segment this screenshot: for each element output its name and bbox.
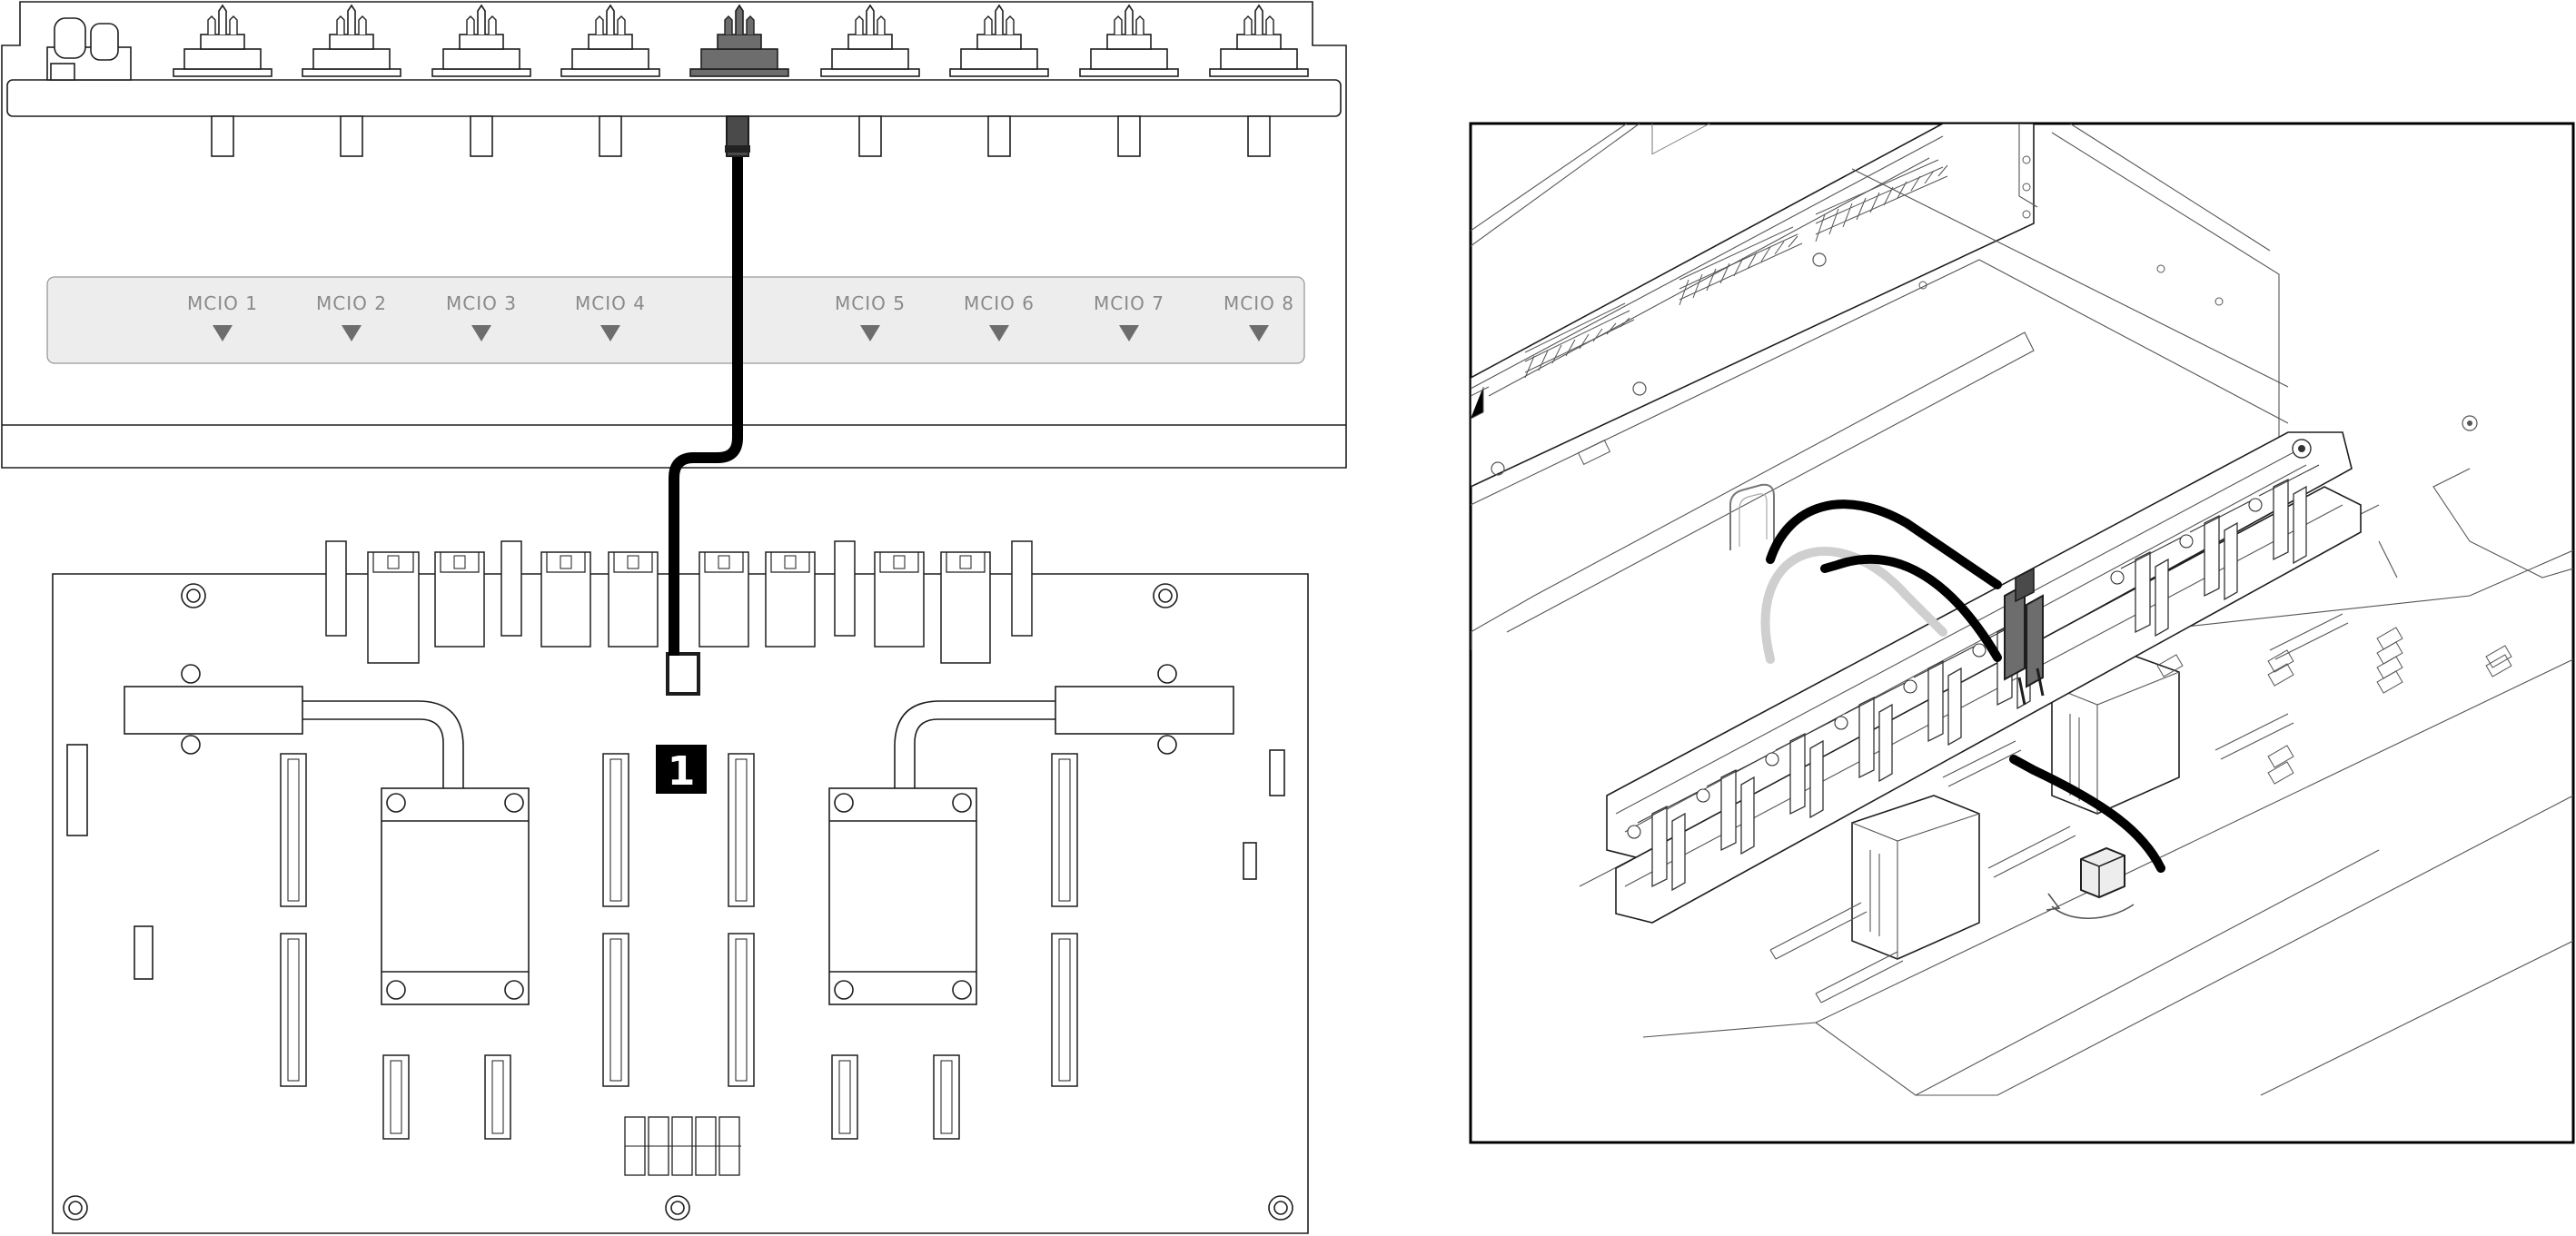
mcio-label-6: MCIO 6: [964, 292, 1035, 314]
cable-iso: [1820, 554, 2002, 662]
board-screw-holes: [63, 583, 1293, 1221]
pcie-slots: [280, 753, 1078, 1140]
hardware-screws: [1491, 155, 2224, 476]
iso-connector-5: [1903, 646, 1975, 747]
mcio-arrow-8: [1249, 325, 1269, 341]
svg-text:1: 1: [668, 748, 696, 795]
mcio-arrow-1: [213, 325, 233, 341]
iso-connector-1: [1627, 791, 1699, 892]
board-port-2: [434, 551, 485, 648]
backplane-iso: [1606, 431, 2362, 924]
drive-connector-row: [173, 4, 1309, 77]
iso-connector-9: [2179, 500, 2251, 601]
iso-connector-3: [1765, 718, 1837, 819]
mcio-label-2: MCIO 2: [316, 292, 387, 314]
drive-connector-5: [689, 4, 789, 77]
drive-connector-8: [1079, 4, 1179, 77]
connector-lead-8: [1117, 115, 1141, 157]
board-spacer-1: [325, 540, 347, 637]
iso-connector-2: [1696, 755, 1768, 855]
drive-connector-3: [431, 4, 531, 77]
heatsink-blocks-iso: [1851, 655, 2180, 960]
small-header: [1577, 440, 1611, 465]
cable-iso-upper: [1766, 499, 2002, 589]
board-port-3: [540, 551, 591, 648]
heatsink-right: [828, 686, 1234, 1005]
board-top-connectors: [325, 540, 1033, 664]
drive-connector-6: [820, 4, 920, 77]
pcie-slot-8: [1051, 933, 1078, 1087]
connector-lead-7: [987, 115, 1011, 157]
board-port-4: [608, 551, 659, 648]
system-board: [52, 540, 1309, 1234]
connector-lead-9: [1247, 115, 1271, 157]
pcie-slot-4: [602, 933, 629, 1087]
iso-connector-10: [2248, 464, 2320, 565]
grille-upper: [1471, 159, 1948, 420]
mcio-arrow-2: [342, 325, 362, 341]
cable-plug-band: [725, 145, 750, 153]
pcie-slot-6: [728, 933, 755, 1087]
board-port-6: [765, 551, 816, 648]
highlighted-backplane-connector: [2004, 567, 2045, 706]
cable-iso-lower: [2009, 755, 2165, 873]
power-connector: [46, 17, 132, 81]
board-connector-iso: [2046, 846, 2135, 920]
callout-1: 1: [656, 745, 707, 795]
mcio-arrow-4: [600, 325, 620, 341]
mcio-arrow-6: [989, 325, 1009, 341]
pcie-slot-10: [484, 1054, 511, 1140]
chassis-frame: [1471, 124, 2289, 650]
mcio-arrow-5: [860, 325, 880, 341]
mcio-label-1: MCIO 1: [187, 292, 258, 314]
board-spacer-3: [834, 540, 856, 637]
connector-lead-6: [858, 115, 882, 157]
pcie-slot-7: [1051, 753, 1078, 907]
mcio-label-7: MCIO 7: [1094, 292, 1164, 314]
cable-route: [669, 154, 743, 656]
mcio-arrow-markers: [213, 325, 1269, 341]
pcie-slot-5: [728, 753, 755, 907]
connector-lead-3: [470, 115, 493, 157]
board-spacer-2: [500, 540, 522, 637]
heatsink-left: [124, 686, 530, 1005]
mcio-label-5: MCIO 5: [835, 292, 906, 314]
pcie-slot-11: [831, 1054, 858, 1140]
cable-ghost-iso: [1760, 546, 1947, 664]
mcio-label-4: MCIO 4: [575, 292, 646, 314]
small-connectors: [66, 744, 1285, 1176]
drive-connector-7: [949, 4, 1049, 77]
board-spacer-4: [1011, 540, 1033, 637]
pcie-slot-12: [933, 1054, 960, 1140]
connector-leads: [211, 115, 1271, 157]
mcio-label-3: MCIO 3: [446, 292, 517, 314]
mcio-label-band: MCIO 1 MCIO 2 MCIO 3 MCIO 4 MCIO 5 MCIO …: [46, 276, 1305, 364]
drive-connector-2: [302, 4, 401, 77]
board-port-8: [940, 551, 991, 664]
connector-lead-2: [340, 115, 363, 157]
slot-lines-iso: [1769, 568, 2512, 1004]
pcie-slot-9: [382, 1054, 410, 1140]
mcio-arrow-3: [471, 325, 491, 341]
mcio-arrow-7: [1119, 325, 1139, 341]
drive-connector-1: [173, 4, 272, 77]
iso-connector-4: [1834, 682, 1906, 783]
connector-lead-1: [211, 115, 234, 157]
isometric-view: [1469, 122, 2575, 1144]
board-cable-connector: [666, 652, 700, 696]
pcie-slot-1: [280, 753, 307, 907]
iso-connector-8: [2110, 537, 2182, 638]
drive-connector-4: [560, 4, 660, 77]
pcie-slot-2: [280, 933, 307, 1087]
board-port-7: [874, 551, 925, 648]
backplane-assembly: [1, 1, 1347, 469]
board-port-5: [698, 551, 749, 648]
board-port-1: [367, 551, 420, 664]
connector-lead-4: [599, 115, 622, 157]
mcio-label-8: MCIO 8: [1224, 292, 1294, 314]
pcie-slot-3: [602, 753, 629, 907]
drive-connector-9: [1209, 4, 1309, 77]
